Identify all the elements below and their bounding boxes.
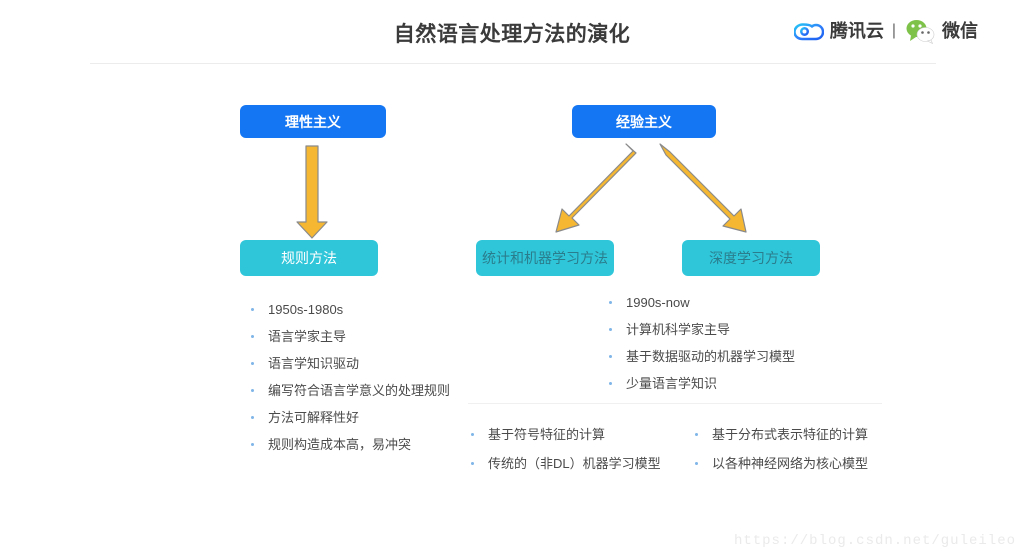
list-item: 基于分布式表示特征的计算: [692, 428, 868, 441]
brand-logos: 腾讯云 | 微信: [793, 14, 978, 48]
list-item: 语言学知识驱动: [248, 357, 450, 370]
list-item: 基于数据驱动的机器学习模型: [606, 350, 795, 363]
watermark: https://blog.csdn.net/guleileo: [733, 533, 1016, 549]
tencent-cloud-label: 腾讯云: [829, 21, 884, 41]
section-divider: [468, 403, 882, 404]
list-item: 1950s-1980s: [248, 303, 450, 316]
bullet-list-empirical: 1990s-now 计算机科学家主导 基于数据驱动的机器学习模型 少量语言学知识: [606, 296, 795, 404]
arrow-empiricism-to-dl: [659, 143, 747, 233]
node-deep-learning-method[interactable]: 深度学习方法: [682, 240, 820, 276]
list-item: 计算机科学家主导: [606, 323, 795, 336]
wechat-label: 微信: [942, 21, 978, 41]
list-item: 语言学家主导: [248, 330, 450, 343]
list-item: 方法可解释性好: [248, 411, 450, 424]
arrow-rationalism-to-rule: [296, 145, 328, 239]
node-empiricism[interactable]: 经验主义: [572, 105, 716, 138]
list-item: 基于符号特征的计算: [468, 428, 661, 441]
arrow-empiricism-to-statml: [555, 143, 637, 233]
node-stat-ml-method[interactable]: 统计和机器学习方法: [476, 240, 614, 276]
node-rationalism[interactable]: 理性主义: [240, 105, 386, 138]
bullet-list-deep-learning: 基于分布式表示特征的计算 以各种神经网络为核心模型: [692, 428, 868, 486]
wechat-icon: [904, 18, 936, 44]
list-item: 传统的（非DL）机器学习模型: [468, 457, 661, 470]
bullet-list-stat-ml: 基于符号特征的计算 传统的（非DL）机器学习模型: [468, 428, 661, 486]
list-item: 1990s-now: [606, 296, 795, 309]
brand-separator: |: [891, 22, 896, 39]
bullet-list-rule-method: 1950s-1980s 语言学家主导 语言学知识驱动 编写符合语言学意义的处理规…: [248, 303, 450, 465]
header: 自然语言处理方法的演化 腾讯云 |: [0, 0, 1024, 64]
header-divider: [90, 63, 936, 64]
list-item: 编写符合语言学意义的处理规则: [248, 384, 450, 397]
list-item: 以各种神经网络为核心模型: [692, 457, 868, 470]
tencent-cloud-icon: [793, 19, 824, 43]
list-item: 少量语言学知识: [606, 377, 795, 390]
list-item: 规则构造成本高，易冲突: [248, 438, 450, 451]
page-title: 自然语言处理方法的演化: [393, 23, 631, 46]
node-rule-method[interactable]: 规则方法: [240, 240, 378, 276]
